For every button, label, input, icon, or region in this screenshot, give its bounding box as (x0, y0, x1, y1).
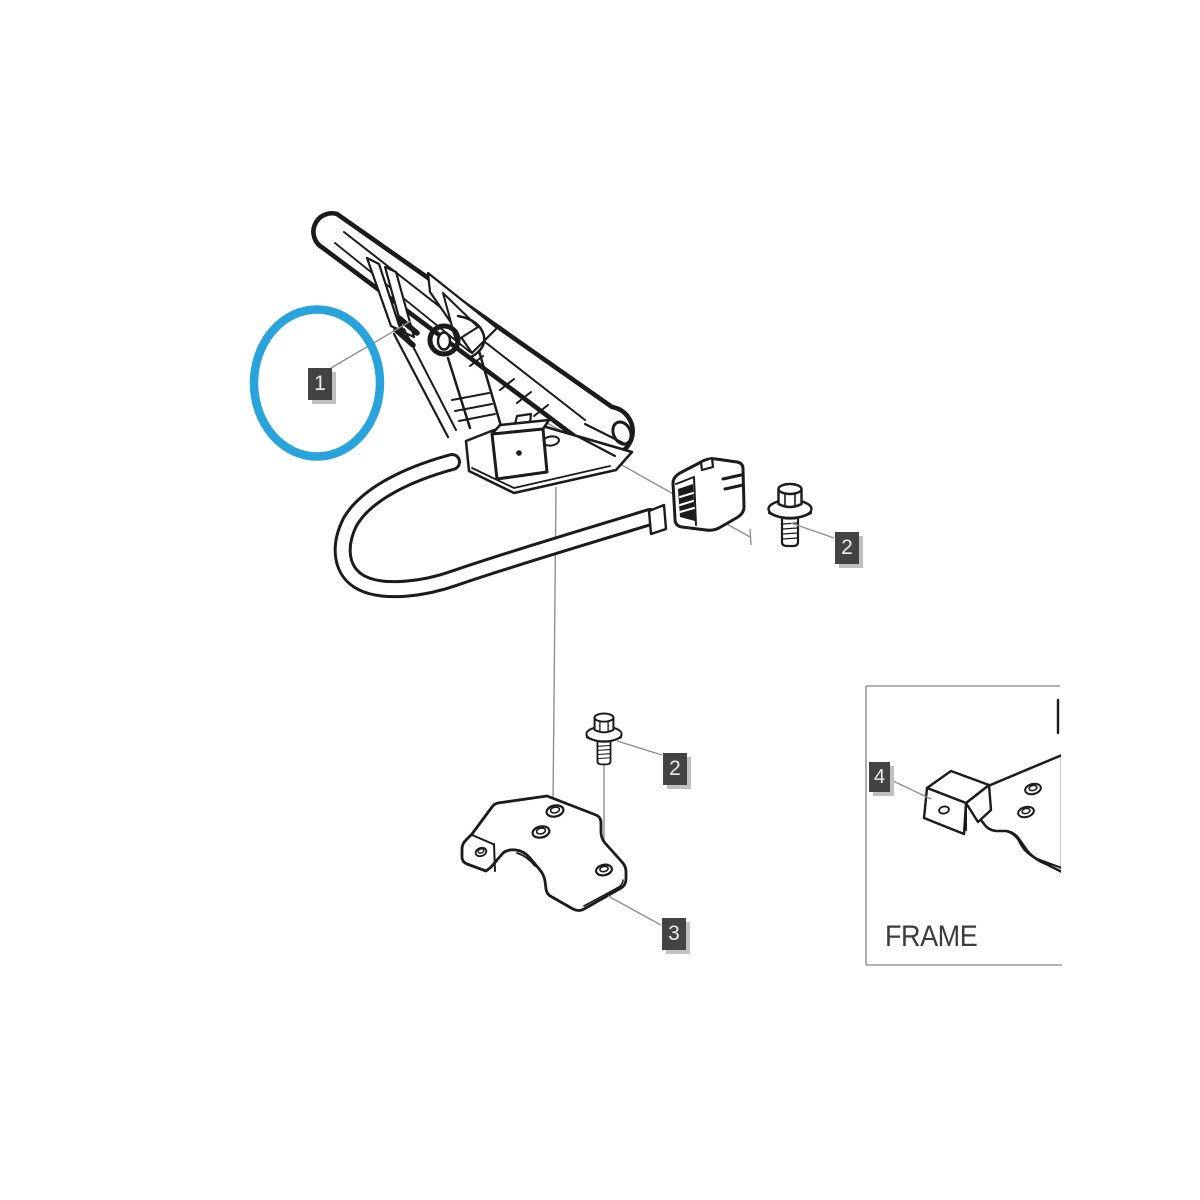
pedal-lever-frame (365, 256, 503, 439)
callout-3-mounting-bracket: 3 (662, 918, 686, 950)
flange-bolt-harness-side (767, 482, 813, 548)
callout-2-bolt-harness-side: 2 (835, 532, 859, 564)
harness-connector-drawing (647, 456, 746, 536)
callout-1-pedal-assembly: 1 (308, 368, 332, 400)
frame-inset-drawing (922, 698, 1061, 873)
callout-2-bolt-bracket-side: 2 (663, 753, 687, 785)
pedal-assembly-drawing (311, 211, 659, 599)
frame-inset (865, 685, 1062, 966)
mounting-bracket-drawing (460, 794, 628, 912)
highlight-circle (249, 305, 385, 461)
wire-harness (333, 453, 659, 599)
frame-inset-caption: FRAME (885, 920, 978, 953)
callout-4-frame-bracket: 4 (869, 762, 890, 792)
frame-inset-box (865, 685, 1062, 966)
frame-bracket-drawing (922, 769, 993, 836)
leader-lines (330, 320, 932, 926)
flange-bolt-bracket-side (585, 712, 623, 766)
pedal-base (464, 412, 634, 495)
